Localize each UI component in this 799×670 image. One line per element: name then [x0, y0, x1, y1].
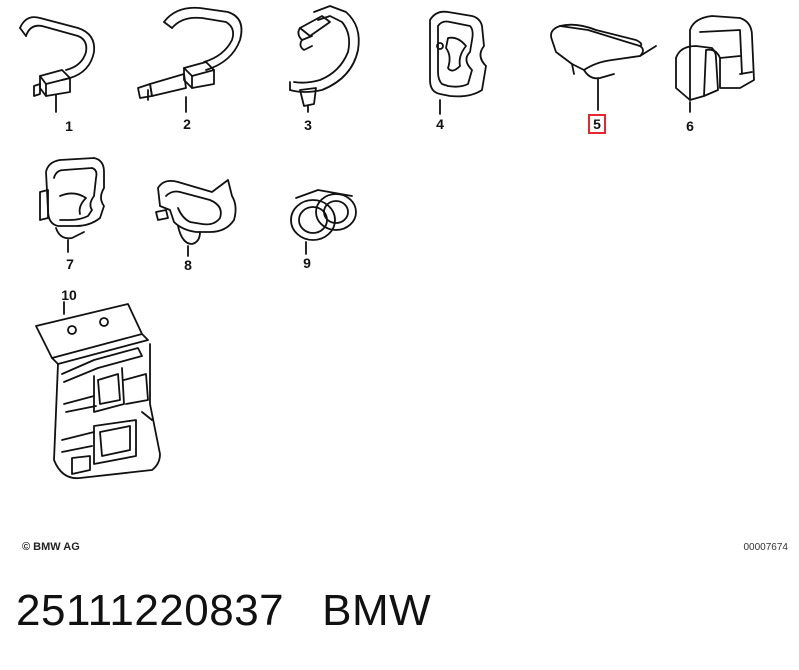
part-7-spring-clip: [39, 157, 105, 253]
part-label-4[interactable]: 4: [436, 116, 444, 132]
part-label-1[interactable]: 1: [65, 118, 73, 134]
brand-name: BMW: [322, 586, 432, 635]
copyright-notice: © BMW AG: [22, 541, 80, 553]
part-label-8[interactable]: 8: [184, 257, 192, 273]
part-label-2[interactable]: 2: [183, 116, 191, 132]
part-label-3[interactable]: 3: [304, 117, 312, 133]
part-label-10[interactable]: 10: [61, 287, 77, 303]
part-label-7[interactable]: 7: [66, 256, 74, 272]
part-3-p-clamp: [289, 5, 360, 113]
part-label-6[interactable]: 6: [686, 118, 694, 134]
part-4-spring-clip: [429, 10, 487, 115]
part-10-holder: [35, 301, 161, 480]
part-6-double-clip: [675, 15, 755, 113]
part-number: 25111220837: [16, 586, 285, 635]
part-2-cable-tie: [137, 6, 243, 113]
part-5-clip: [550, 23, 657, 111]
catalog-number: 00007674: [743, 542, 789, 553]
part-8-clip: [155, 179, 237, 257]
part-1-cable-tie: [19, 16, 96, 113]
part-number-line: 25111220837 BMW: [16, 586, 431, 636]
part-label-5-highlighted[interactable]: 5: [588, 114, 606, 134]
part-label-9[interactable]: 9: [303, 255, 311, 271]
parts-diagram: [19, 5, 755, 480]
part-9-double-ring: [290, 189, 357, 255]
